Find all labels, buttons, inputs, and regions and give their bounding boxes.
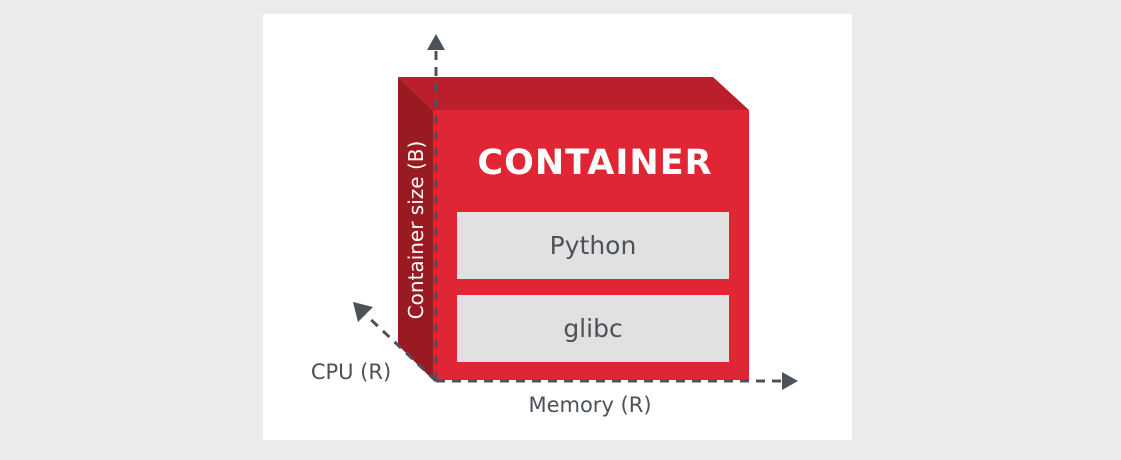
horizontal-axis-arrow-icon (782, 372, 798, 390)
axis-label-memory: Memory (R) (528, 393, 651, 417)
axis-label-cpu: CPU (R) (311, 360, 391, 384)
cube-side-face (398, 77, 433, 380)
layer-box-glibc (457, 295, 729, 362)
layer-label-python: Python (550, 231, 637, 260)
layer-box-python (457, 212, 729, 279)
axis-label-container-size: Container size (B) (404, 141, 428, 320)
cube-top-face (398, 77, 749, 110)
container-title: CONTAINER (477, 143, 712, 183)
depth-axis-line (364, 313, 438, 383)
depth-axis-arrow-icon (353, 302, 373, 322)
layer-label-glibc: glibc (563, 314, 622, 343)
vertical-axis-arrow-icon (427, 34, 445, 50)
